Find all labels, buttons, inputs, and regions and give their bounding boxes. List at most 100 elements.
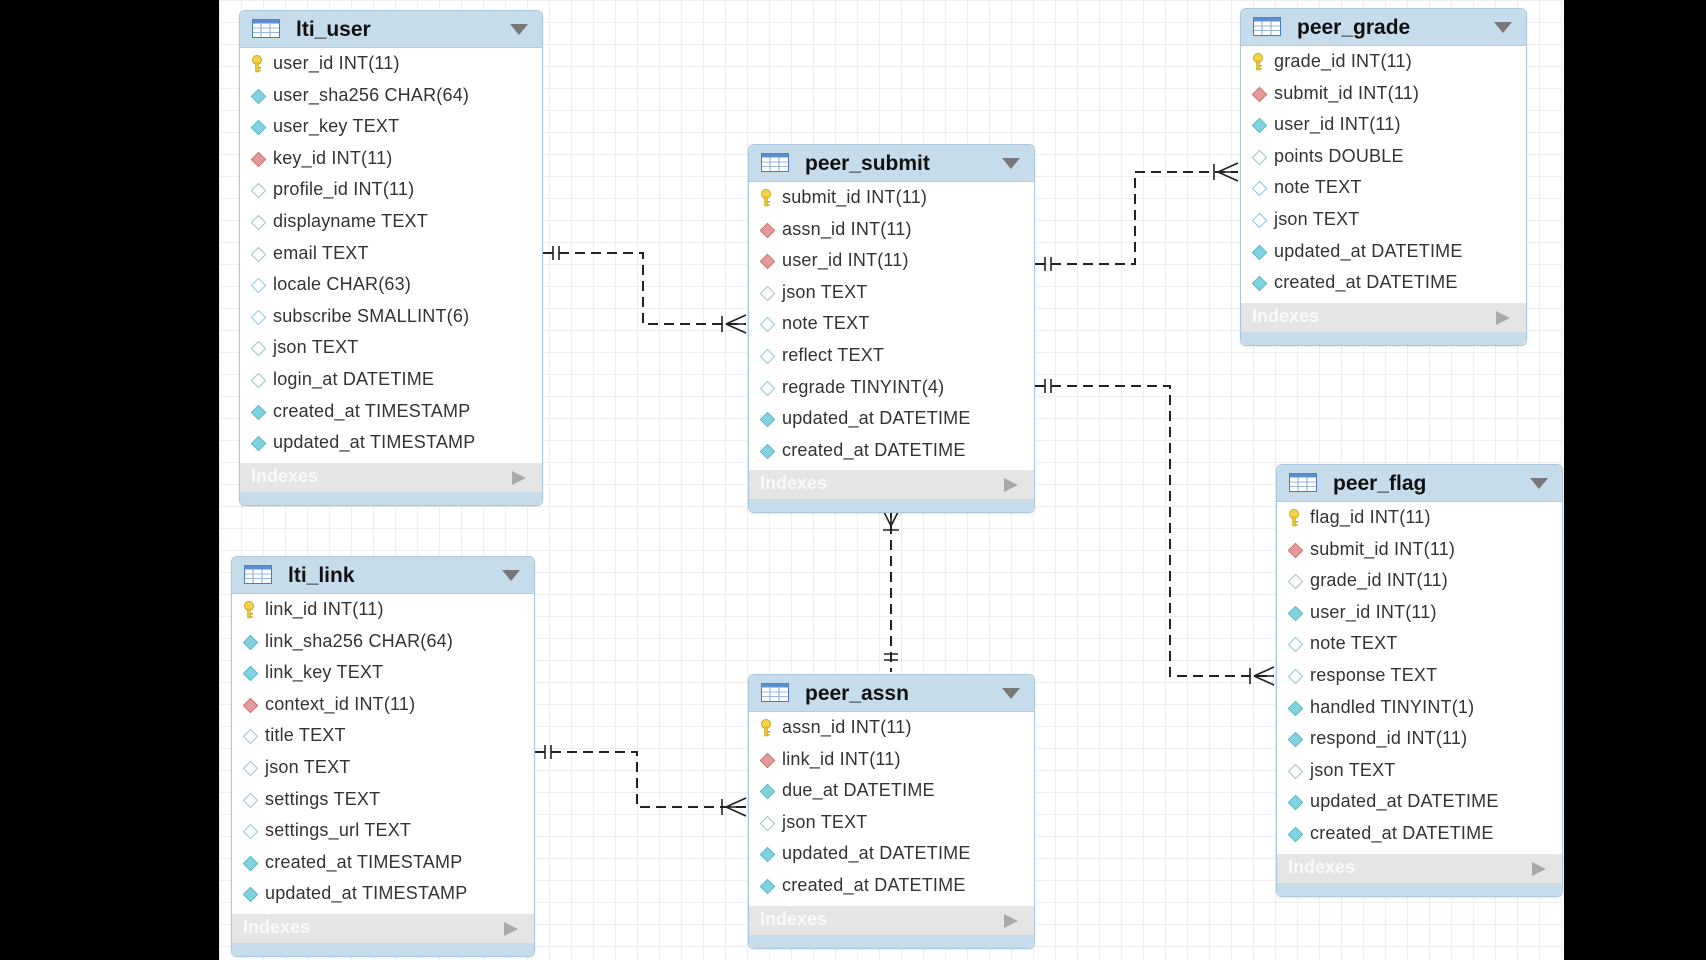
column-row[interactable]: updated_at TIMESTAMP [232, 879, 534, 911]
column-row[interactable]: grade_id INT(11) [1241, 47, 1526, 79]
column-row[interactable]: settings_url TEXT [232, 816, 534, 848]
nullable-column-icon [759, 285, 776, 302]
column-row[interactable]: json TEXT [1241, 205, 1526, 237]
column-icon [759, 783, 776, 800]
collapse-arrow-icon[interactable] [1002, 688, 1020, 699]
column-row[interactable]: grade_id INT(11) [1277, 566, 1562, 598]
column-row[interactable]: created_at DATETIME [1277, 819, 1562, 851]
column-row[interactable]: assn_id INT(11) [749, 713, 1034, 745]
column-row[interactable]: link_key TEXT [232, 658, 534, 690]
column-row[interactable]: displayname TEXT [240, 207, 542, 239]
column-row[interactable]: user_key TEXT [240, 112, 542, 144]
relationship-link-assn[interactable] [535, 751, 746, 808]
indexes-section[interactable]: Indexes [749, 905, 1034, 935]
column-row[interactable]: created_at DATETIME [1241, 268, 1526, 300]
column-row[interactable]: json TEXT [749, 808, 1034, 840]
table-header[interactable]: lti_link [232, 557, 534, 594]
indexes-label: Indexes [760, 473, 828, 494]
collapse-arrow-icon[interactable] [502, 570, 520, 581]
column-row[interactable]: response TEXT [1277, 661, 1562, 693]
column-icon [250, 119, 267, 136]
indexes-section[interactable]: Indexes [232, 913, 534, 943]
column-row[interactable]: handled TINYINT(1) [1277, 693, 1562, 725]
column-row[interactable]: respond_id INT(11) [1277, 724, 1562, 756]
expand-arrow-icon[interactable] [1532, 861, 1546, 876]
column-row[interactable]: subscribe SMALLINT(6) [240, 302, 542, 334]
indexes-section[interactable]: Indexes [749, 470, 1034, 500]
column-row[interactable]: note TEXT [1277, 629, 1562, 661]
indexes-section[interactable]: Indexes [240, 462, 542, 492]
column-row[interactable]: user_id INT(11) [240, 49, 542, 81]
indexes-section[interactable]: Indexes [1277, 853, 1562, 883]
column-row[interactable]: settings TEXT [232, 785, 534, 817]
column-row[interactable]: user_id INT(11) [749, 246, 1034, 278]
column-row[interactable]: created_at DATETIME [749, 436, 1034, 468]
table-header[interactable]: peer_submit [749, 145, 1034, 182]
column-row[interactable]: json TEXT [1277, 756, 1562, 788]
column-row[interactable]: flag_id INT(11) [1277, 503, 1562, 535]
column-row[interactable]: locale CHAR(63) [240, 270, 542, 302]
relationship-user-submit[interactable] [543, 252, 746, 325]
table-icon [761, 153, 789, 172]
table-header[interactable]: peer_assn [749, 675, 1034, 712]
column-row[interactable]: submit_id INT(11) [1277, 535, 1562, 567]
column-row[interactable]: user_id INT(11) [1241, 110, 1526, 142]
column-row[interactable]: regrade TINYINT(4) [749, 373, 1034, 405]
column-row[interactable]: note TEXT [1241, 173, 1526, 205]
expand-arrow-icon[interactable] [504, 921, 518, 936]
collapse-arrow-icon[interactable] [1002, 158, 1020, 169]
collapse-arrow-icon[interactable] [1494, 22, 1512, 33]
column-row[interactable]: context_id INT(11) [232, 690, 534, 722]
column-row[interactable]: json TEXT [232, 753, 534, 785]
expand-arrow-icon[interactable] [1496, 310, 1510, 325]
nullable-column-icon [759, 815, 776, 832]
column-row[interactable]: title TEXT [232, 721, 534, 753]
column-row[interactable]: updated_at DATETIME [1241, 237, 1526, 269]
expand-arrow-icon[interactable] [1004, 478, 1018, 493]
table-footer [1277, 882, 1562, 896]
column-row[interactable]: user_sha256 CHAR(64) [240, 81, 542, 113]
column-row[interactable]: due_at DATETIME [749, 776, 1034, 808]
collapse-arrow-icon[interactable] [510, 24, 528, 35]
column-row[interactable]: reflect TEXT [749, 341, 1034, 373]
column-row[interactable]: updated_at DATETIME [1277, 787, 1562, 819]
relationship-submit-grade[interactable] [1035, 171, 1238, 265]
column-row[interactable]: updated_at DATETIME [749, 839, 1034, 871]
column-row[interactable]: link_id INT(11) [232, 595, 534, 627]
column-row[interactable]: email TEXT [240, 239, 542, 271]
column-row[interactable]: assn_id INT(11) [749, 215, 1034, 247]
column-row[interactable]: json TEXT [240, 333, 542, 365]
expand-arrow-icon[interactable] [1004, 913, 1018, 928]
column-row[interactable]: link_sha256 CHAR(64) [232, 627, 534, 659]
table-header[interactable]: peer_flag [1277, 465, 1562, 502]
column-row[interactable]: points DOUBLE [1241, 142, 1526, 174]
table-icon [761, 683, 789, 702]
column-row[interactable]: created_at TIMESTAMP [232, 848, 534, 880]
column-row[interactable]: json TEXT [749, 278, 1034, 310]
column-row[interactable]: submit_id INT(11) [749, 183, 1034, 215]
column-row[interactable]: login_at DATETIME [240, 365, 542, 397]
expand-arrow-icon[interactable] [512, 470, 526, 485]
column-row[interactable]: submit_id INT(11) [1241, 79, 1526, 111]
collapse-arrow-icon[interactable] [1530, 478, 1548, 489]
table-header[interactable]: peer_grade [1241, 9, 1526, 46]
column-row[interactable]: user_id INT(11) [1277, 598, 1562, 630]
indexes-section[interactable]: Indexes [1241, 302, 1526, 332]
column-row[interactable]: created_at DATETIME [749, 871, 1034, 903]
column-row[interactable]: updated_at TIMESTAMP [240, 428, 542, 460]
table-header[interactable]: lti_user [240, 11, 542, 48]
relationship-submit-flag[interactable] [1035, 385, 1274, 677]
column-row[interactable]: updated_at DATETIME [749, 404, 1034, 436]
column-row[interactable]: profile_id INT(11) [240, 175, 542, 207]
column-row[interactable]: note TEXT [749, 309, 1034, 341]
column-label: email TEXT [273, 242, 369, 263]
column-row[interactable]: link_id INT(11) [749, 745, 1034, 777]
column-row[interactable]: key_id INT(11) [240, 144, 542, 176]
column-row[interactable]: created_at TIMESTAMP [240, 397, 542, 429]
